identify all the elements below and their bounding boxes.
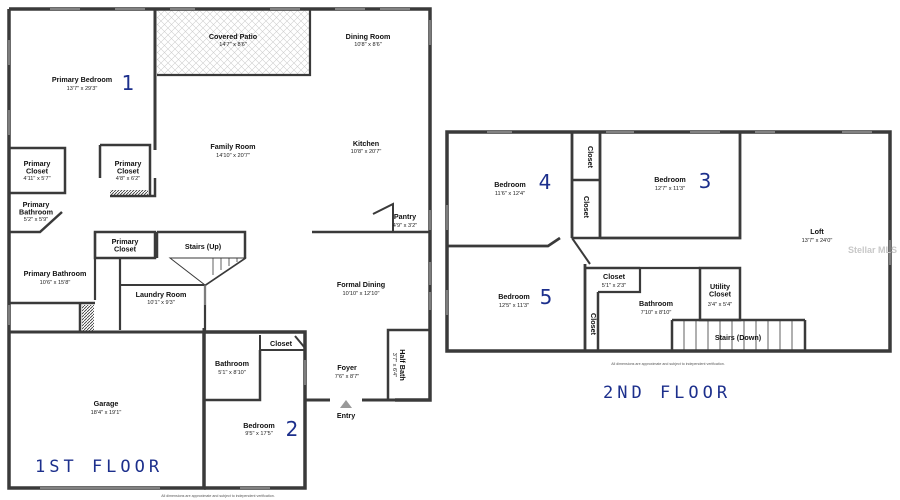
room-loft-dims: 13'7" x 24'0" [802, 238, 833, 244]
floor1-walls [7, 7, 432, 490]
room-laundry-room-name: Laundry Room [136, 290, 187, 299]
floor2-title: 2ND FLOOR [603, 383, 731, 403]
room-bedroom-3-name: Bedroom [654, 175, 686, 184]
entry-arrow-icon [340, 400, 352, 408]
room-kitchen-dims: 10'8" x 20'7" [351, 149, 382, 155]
room-primary-closet-a-dims: 4'11" x 5'7" [23, 176, 50, 182]
room-garage-dims: 18'4" x 19'1" [91, 410, 122, 416]
floor2-stair-treads [683, 320, 793, 351]
room-formal-dining-name: Formal Dining [337, 280, 385, 289]
room-stairs-up-name: Stairs (Up) [185, 242, 222, 251]
room-pantry-name: Pantry [394, 212, 416, 221]
floor2-walls [445, 130, 892, 353]
room-foyer-dims: 7'6" x 8'7" [335, 374, 359, 380]
room-bedroom-4-name: Bedroom [494, 180, 526, 189]
room-kitchen-name: Kitchen [353, 139, 379, 148]
patio-area [157, 9, 310, 75]
room-bathroom-1f-name: Bathroom [215, 359, 249, 368]
room-family-room-name: Family Room [210, 142, 255, 151]
room-loft-name: Loft [810, 227, 824, 236]
room-covered-patio-dims: 14'7" x 8'6" [219, 42, 247, 48]
room-closet-a-name: Closet [586, 146, 595, 169]
room-dining-room-name: Dining Room [346, 32, 391, 41]
room-family-room-dims: 14'10" x 20'7" [216, 153, 250, 159]
room-pantry-dims: 4'9" x 3'2" [393, 223, 417, 229]
floor2-disclaimer: All dimensions are approximate and subje… [611, 362, 724, 366]
room-number-4: 4 [539, 170, 552, 194]
room-half-bath-dims: 3'7" x 6'4" [391, 353, 397, 377]
room-laundry-room-dims: 10'1" x 9'3" [147, 300, 175, 306]
room-bedroom-5-name: Bedroom [498, 292, 530, 301]
room-closet-c-name: Closet [603, 272, 626, 281]
room-primary-bedroom-dims: 13'7" x 29'3" [67, 86, 98, 92]
room-formal-dining-dims: 10'10" x 12'10" [343, 291, 380, 297]
floor1-disclaimer: All dimensions are approximate and subje… [161, 494, 274, 498]
room-bedroom-5-dims: 12'5" x 11'3" [499, 303, 529, 309]
room-covered-patio-name: Covered Patio [209, 32, 258, 41]
room-number-2: 2 [286, 417, 299, 441]
room-bathroom-2f-name: Bathroom [639, 299, 673, 308]
room-bedroom-2-name: Bedroom [243, 421, 275, 430]
floor1-hatch [82, 190, 247, 331]
room-garage-name: Garage [94, 399, 119, 408]
room-primary-bathroom-b-name: Primary Bathroom [24, 269, 87, 278]
room-closet-d-name: Closet [589, 313, 598, 336]
floor2-labels: Bedroom 11'6" x 12'4" 4 Closet Closet Be… [494, 146, 897, 403]
room-closet-b-name: Closet [582, 196, 591, 219]
floor1-labels: Primary Bedroom 13'7" x 29'3" 1 Covered … [19, 32, 417, 498]
watermark: Stellar MLS [848, 245, 897, 255]
room-number-5: 5 [540, 285, 553, 309]
room-stairs-down-name: Stairs (Down) [715, 333, 762, 342]
room-bathroom-2f-dims: 7'10" x 8'10" [641, 310, 672, 316]
room-bedroom-4-dims: 11'6" x 12'4" [495, 191, 525, 197]
room-bedroom-2-dims: 9'5" x 17'5" [245, 431, 273, 437]
room-number-3: 3 [699, 169, 712, 193]
room-primary-bathroom-b-dims: 10'6" x 15'8" [40, 280, 71, 286]
room-utility-closet-dims: 3'4" x 5'4" [708, 302, 732, 308]
floor1-windows [8, 8, 431, 489]
room-primary-bathroom-a-dims: 5'2" x 5'9" [24, 217, 48, 223]
room-closet-c-dims: 5'1" x 2'3" [602, 283, 626, 289]
floor1-title: 1ST FLOOR [35, 457, 163, 477]
room-closet-1f-name: Closet [270, 339, 293, 348]
room-dining-room-dims: 10'8" x 8'6" [354, 42, 382, 48]
room-primary-bedroom-name: Primary Bedroom [52, 75, 112, 84]
room-foyer-name: Foyer [337, 363, 357, 372]
room-bedroom-3-dims: 12'7" x 11'3" [655, 186, 685, 192]
room-primary-closet-b-dims: 4'8" x 6'2" [116, 176, 140, 182]
floor2-windows [446, 131, 891, 315]
room-bathroom-1f-dims: 5'1" x 8'10" [218, 370, 246, 376]
room-number-1: 1 [122, 71, 135, 95]
entry-label: Entry [337, 411, 355, 420]
room-half-bath-name: Half Bath [398, 349, 407, 381]
